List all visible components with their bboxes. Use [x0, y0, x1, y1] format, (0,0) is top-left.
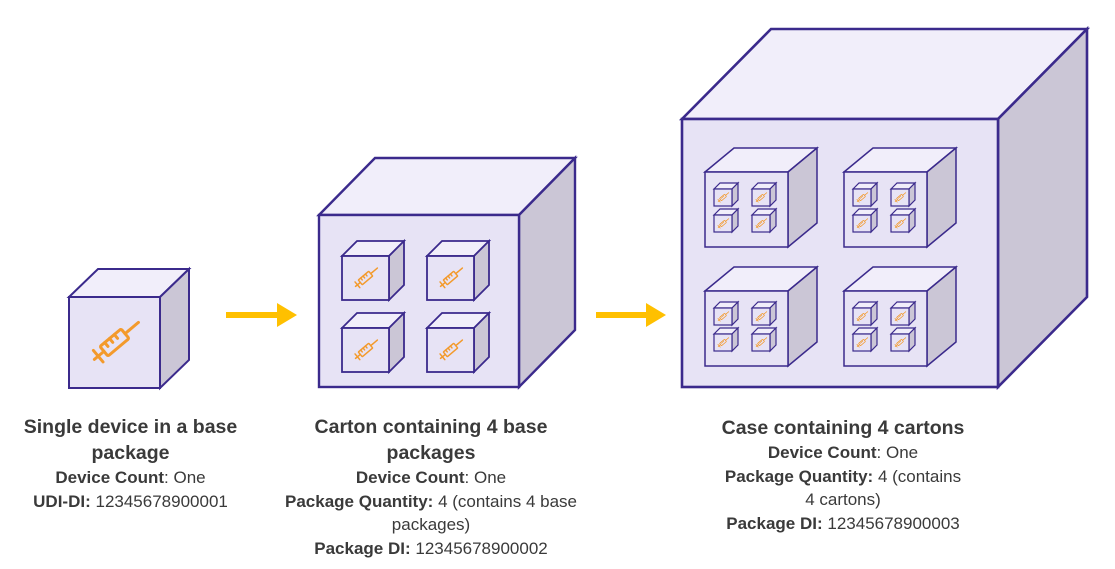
case-caption: Case containing 4 cartons Device Count: … — [698, 415, 988, 535]
syringe-icon — [856, 192, 869, 203]
syringe-icon — [894, 337, 907, 348]
base-package — [424, 238, 492, 303]
base-package — [889, 207, 917, 234]
carton-package — [702, 265, 820, 368]
device-count-line: Device Count: One — [355, 468, 507, 487]
base-package-caption: Single device in a base package Device C… — [18, 414, 243, 513]
base-package — [851, 207, 879, 234]
arrow-right-icon — [596, 303, 666, 327]
case-package — [678, 25, 1091, 391]
package-quantity-value: 4 (contains 4 base packages) — [391, 491, 577, 535]
syringe-icon — [856, 311, 869, 322]
base-package — [66, 266, 192, 391]
package-quantity-line: Package Quantity: 4 (contains 4 cartons) — [724, 466, 962, 510]
base-package — [750, 207, 778, 234]
package-quantity-value: 4 (contains 4 cartons) — [805, 466, 962, 510]
package-di-line: Package DI: 12345678900003 — [726, 513, 960, 533]
base-package — [889, 326, 917, 353]
package-quantity-line: Package Quantity: 4 (contains 4 base pac… — [285, 491, 577, 535]
carton-title: Carton containing 4 base packages — [314, 416, 548, 464]
base-package — [750, 181, 778, 208]
device-count-line: Device Count: One — [55, 468, 206, 487]
syringe-icon — [439, 339, 464, 361]
syringe-icon — [717, 337, 730, 348]
syringe-icon — [894, 311, 907, 322]
base-package — [339, 310, 407, 375]
syringe-icon — [856, 218, 869, 229]
syringe-icon — [91, 320, 140, 364]
syringe-icon — [856, 337, 869, 348]
base-package — [851, 181, 879, 208]
package-di-value: 12345678900003 — [827, 513, 960, 533]
base-package-title: Single device in a base package — [23, 416, 238, 464]
syringe-icon — [755, 337, 768, 348]
base-package — [851, 326, 879, 353]
syringe-icon — [717, 218, 730, 229]
base-package — [750, 326, 778, 353]
arrow-right-icon — [226, 303, 297, 327]
device-count-value: One — [473, 468, 507, 487]
syringe-icon — [755, 192, 768, 203]
syringe-icon — [894, 218, 907, 229]
package-di-value: 12345678900002 — [415, 538, 548, 558]
syringe-icon — [717, 311, 730, 322]
syringe-icon — [717, 192, 730, 203]
base-package — [424, 310, 492, 375]
base-package — [339, 238, 407, 303]
base-package — [712, 207, 740, 234]
syringe-icon — [354, 267, 379, 289]
carton-package — [702, 146, 820, 249]
base-package — [712, 326, 740, 353]
package-di-line: Package DI: 12345678900002 — [314, 538, 548, 558]
syringe-icon — [354, 339, 379, 361]
device-count-value: One — [885, 443, 919, 462]
udi-di-line: UDI-DI: 12345678900001 — [33, 491, 228, 511]
base-package — [889, 181, 917, 208]
syringe-icon — [755, 218, 768, 229]
udi-di-value: 12345678900001 — [95, 491, 228, 511]
base-package — [712, 300, 740, 327]
case-title: Case containing 4 cartons — [721, 417, 965, 439]
syringe-icon — [894, 192, 907, 203]
base-package — [889, 300, 917, 327]
carton-package — [841, 265, 959, 368]
carton-package — [841, 146, 959, 249]
syringe-icon — [439, 267, 464, 289]
base-package — [712, 181, 740, 208]
device-count-value: One — [173, 468, 206, 487]
base-package — [851, 300, 879, 327]
syringe-icon — [755, 311, 768, 322]
carton-package — [316, 155, 578, 390]
carton-caption: Carton containing 4 base packages Device… — [282, 414, 580, 560]
base-package — [750, 300, 778, 327]
device-count-line: Device Count: One — [767, 443, 919, 462]
